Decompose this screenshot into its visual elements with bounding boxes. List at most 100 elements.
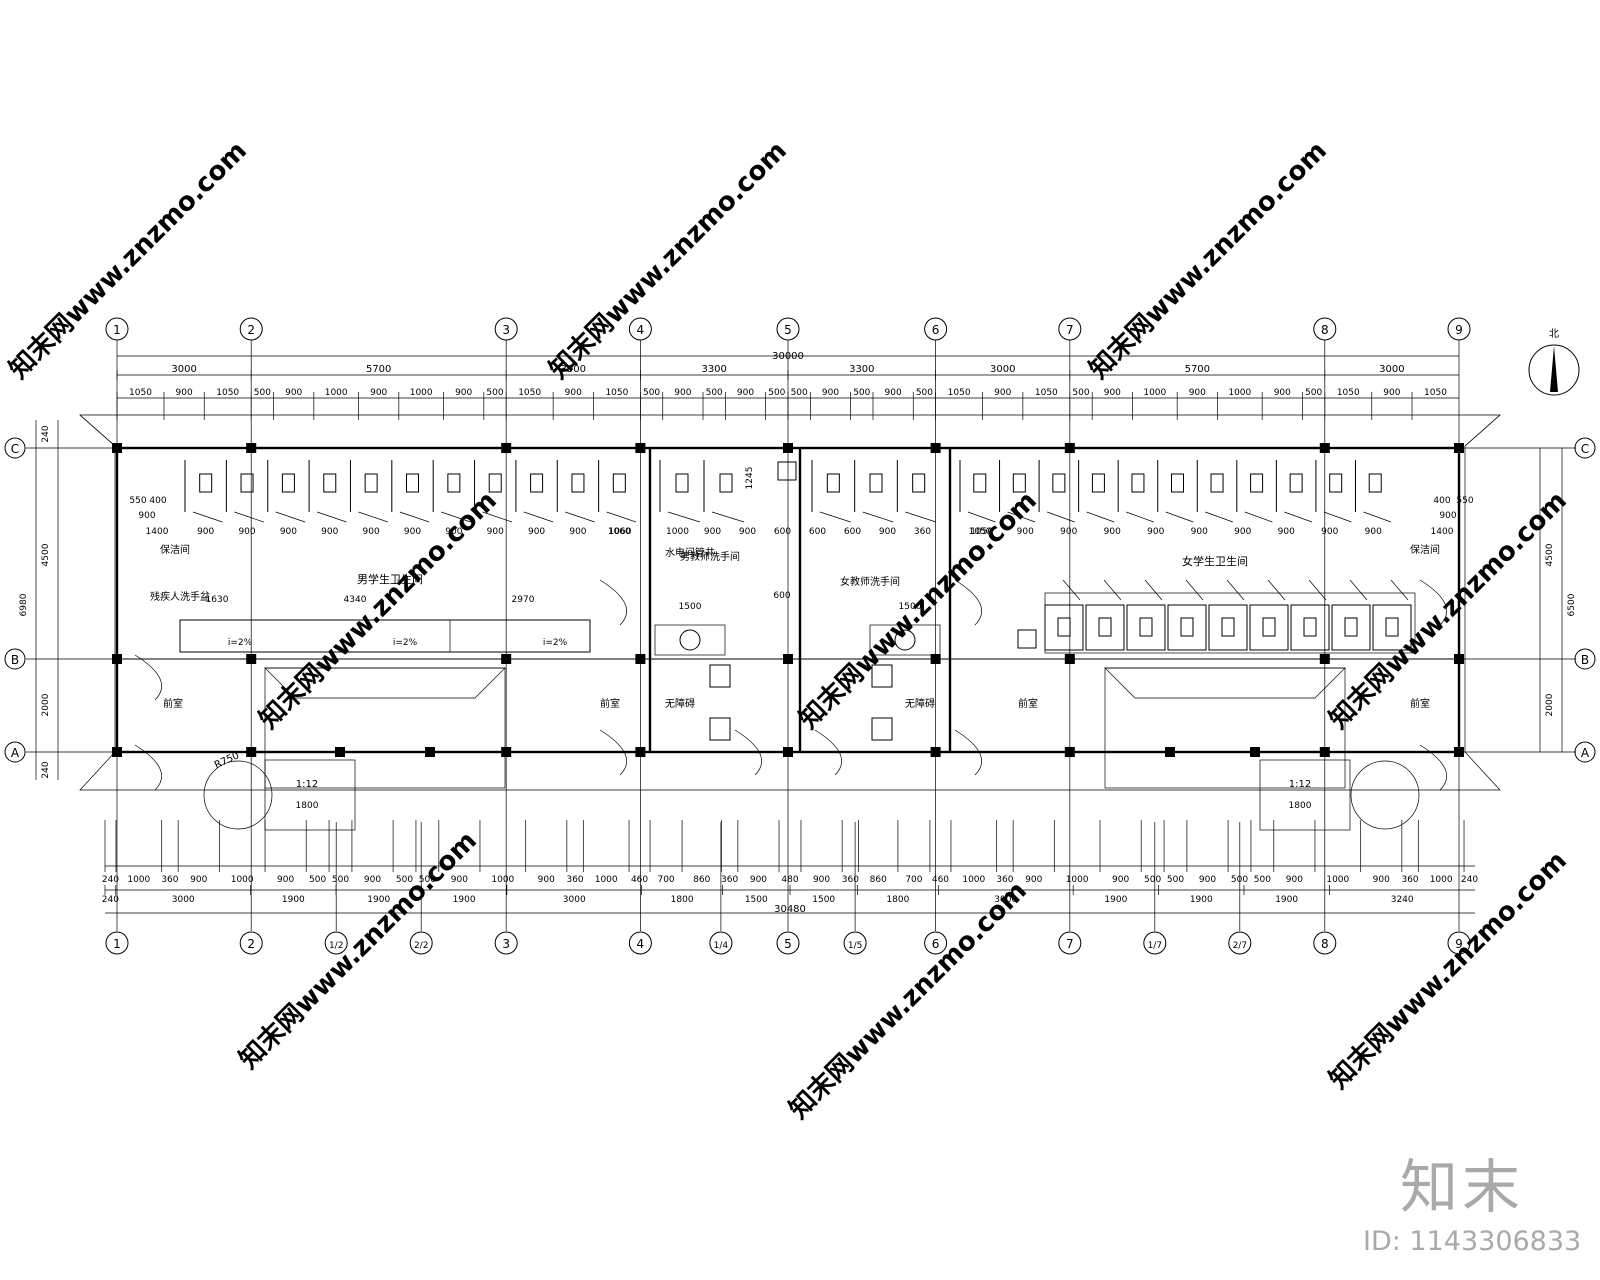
dim-top-detail: 500 bbox=[706, 388, 723, 398]
stall-dim-mid: 600 bbox=[844, 527, 861, 537]
axis-bubble-left bbox=[4, 437, 26, 459]
dim-bottom-detail: 500 bbox=[396, 875, 413, 885]
dim-bottom-detail: 900 bbox=[1286, 875, 1303, 885]
stall-dim-women: 900 bbox=[1365, 527, 1382, 537]
stall-door bbox=[1390, 579, 1409, 601]
stall-dim-women: 900 bbox=[1278, 527, 1295, 537]
stall-door bbox=[565, 511, 595, 523]
squat-toilet-women bbox=[973, 473, 987, 493]
axis-label-top: 9 bbox=[1455, 323, 1463, 337]
dim-bottom-detail: 500 bbox=[332, 875, 349, 885]
room-water: 水电间管井 bbox=[665, 546, 715, 559]
dim-bottom-detail: 900 bbox=[190, 875, 207, 885]
label-dim: 900 bbox=[138, 511, 155, 521]
axis-label-bottom: 9 bbox=[1455, 937, 1463, 951]
column bbox=[112, 654, 122, 664]
door-swing bbox=[814, 729, 843, 776]
dim-left: 240 bbox=[41, 425, 51, 442]
label-dim: 600 bbox=[773, 591, 790, 601]
dim-top-detail: 900 bbox=[176, 388, 193, 398]
column bbox=[783, 654, 793, 664]
label-dim: 1630 bbox=[206, 595, 229, 605]
axis-label-top: 3 bbox=[502, 323, 510, 337]
squat-toilet-men bbox=[571, 473, 585, 493]
dim-top-detail: 1050 bbox=[1424, 388, 1447, 398]
stall-door bbox=[1126, 511, 1154, 523]
stall-dim-mid: 360 bbox=[914, 527, 931, 537]
stall-dim-women: 900 bbox=[1060, 527, 1077, 537]
dim-bottom-detail: 900 bbox=[1199, 875, 1216, 885]
dim-bottom-span: 1800 bbox=[886, 895, 909, 905]
dim-bottom-detail: 360 bbox=[996, 875, 1013, 885]
axis-bubble-bottom bbox=[1143, 931, 1167, 955]
column bbox=[1454, 443, 1464, 453]
stall-door bbox=[1284, 511, 1313, 523]
label-dim: 2970 bbox=[512, 595, 535, 605]
axis-bubble-left bbox=[4, 741, 26, 763]
label-slope: i=2% bbox=[228, 638, 253, 648]
squat-toilet-men bbox=[719, 473, 733, 493]
axis-label-bottom: 8 bbox=[1321, 937, 1329, 951]
stall-door bbox=[1308, 579, 1327, 601]
door-swing bbox=[134, 744, 163, 791]
dim-right: 4500 bbox=[1545, 543, 1555, 566]
axis-bubble-left bbox=[4, 648, 26, 670]
dim-bottom-detail: 900 bbox=[1112, 875, 1129, 885]
stall-dim-men: 900 bbox=[197, 527, 214, 537]
axis-bubble-bottom bbox=[1228, 931, 1252, 955]
axis-label-top: 6 bbox=[932, 323, 940, 337]
dim-bottom-detail: 360 bbox=[1401, 875, 1418, 885]
stall-dim-mid: 600 bbox=[809, 527, 826, 537]
column bbox=[930, 747, 941, 757]
stall-door bbox=[1363, 511, 1392, 523]
squat-toilet-women bbox=[1171, 473, 1184, 493]
dim-top-detail: 1050 bbox=[1337, 388, 1360, 398]
dim-bottom-detail: 500 bbox=[1167, 875, 1184, 885]
stall-dim-mid: 900 bbox=[739, 527, 756, 537]
stall-dim-men: 900 bbox=[238, 527, 255, 537]
stall-island bbox=[1208, 604, 1248, 651]
axis-bubble-bottom bbox=[494, 931, 518, 955]
squat-toilet-men bbox=[488, 473, 502, 493]
label-dim: 4340 bbox=[344, 595, 367, 605]
shaft bbox=[709, 664, 731, 688]
column bbox=[1319, 654, 1330, 664]
column bbox=[635, 443, 646, 453]
label-dim: 400 bbox=[149, 496, 166, 506]
basin-counter bbox=[654, 624, 726, 656]
courtyard bbox=[264, 667, 506, 789]
squat-toilet-men bbox=[199, 473, 213, 493]
urinal-trough bbox=[179, 619, 591, 653]
stall-door bbox=[1244, 511, 1273, 523]
column bbox=[783, 747, 793, 757]
stall-door bbox=[1046, 511, 1075, 523]
label-dim: 400 bbox=[1433, 496, 1450, 506]
squat-toilet-women bbox=[912, 473, 926, 493]
squat-toilet-women bbox=[1012, 473, 1026, 493]
watermark-text: 知末网www.znzmo.com bbox=[4, 136, 253, 385]
stall-door bbox=[1205, 511, 1233, 523]
dim-bottom-detail: 1000 bbox=[1066, 875, 1089, 885]
axis-bubble-top bbox=[924, 317, 948, 341]
axis-label-bottom: 1 bbox=[113, 937, 121, 951]
dim-top-detail: 500 bbox=[254, 388, 271, 398]
column bbox=[930, 654, 941, 664]
stall-door bbox=[967, 511, 996, 523]
label-dim: 1050 bbox=[969, 527, 992, 537]
squat-toilet-women-island bbox=[1098, 617, 1112, 637]
dim-bottom-detail: 1000 bbox=[231, 875, 254, 885]
dim-bottom-span: 240 bbox=[102, 895, 119, 905]
stall-door bbox=[358, 511, 388, 523]
shaft bbox=[871, 664, 893, 688]
axis-bubble-top bbox=[1313, 317, 1337, 341]
shaft bbox=[709, 717, 731, 741]
squat-toilet-men bbox=[364, 473, 378, 493]
dim-top-detail: 900 bbox=[565, 388, 582, 398]
dim-top-detail: 1050 bbox=[948, 388, 971, 398]
dim-top-detail: 1000 bbox=[410, 388, 433, 398]
axis-label-right: A bbox=[1581, 746, 1590, 760]
dim-bottom-span: 1900 bbox=[367, 895, 390, 905]
dim-top-detail: 1050 bbox=[605, 388, 628, 398]
dim-top-detail: 900 bbox=[822, 388, 839, 398]
dim-bottom-detail: 1000 bbox=[491, 875, 514, 885]
